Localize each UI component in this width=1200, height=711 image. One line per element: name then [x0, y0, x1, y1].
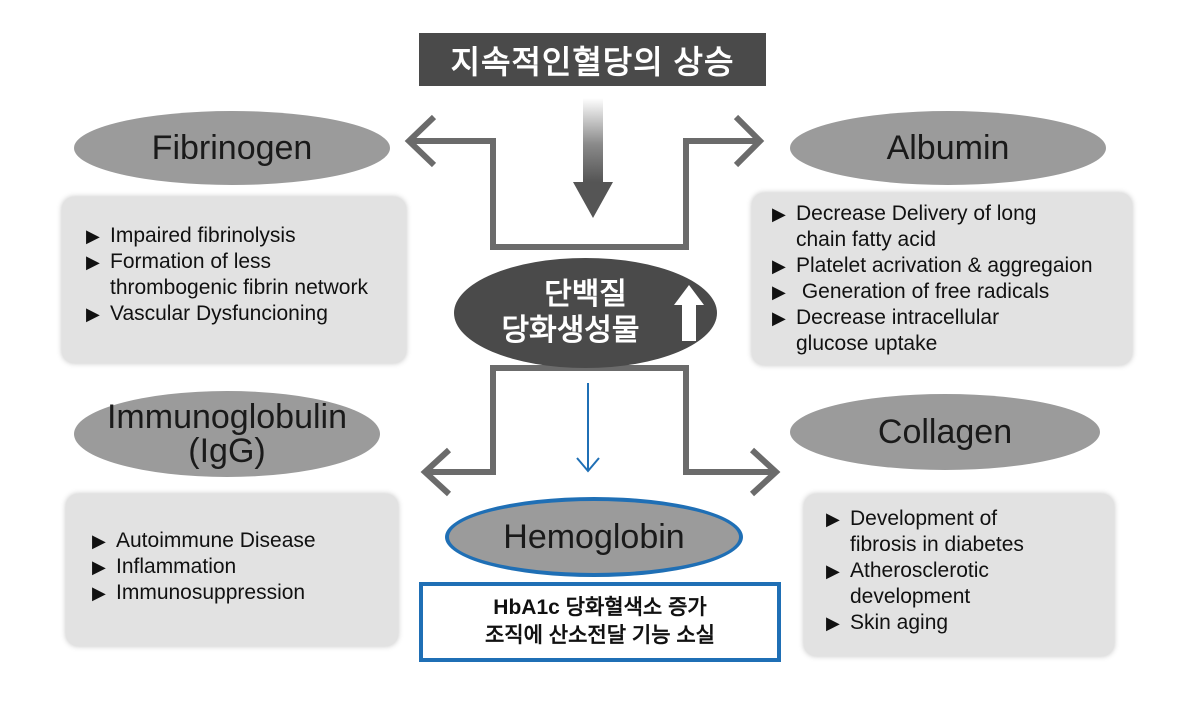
hemoglobin-label: Hemoglobin [503, 518, 685, 556]
title-text: 지속적인혈당의 상승 [450, 43, 735, 80]
list-item: ▶ Generation of free radicals [772, 280, 1050, 303]
list-item-continued: glucose uptake [796, 332, 938, 355]
albumin-label: Albumin [886, 129, 1010, 167]
immunoglobulin-label: Immunoglobulin [106, 398, 348, 436]
bullet-icon: ▶ [92, 531, 106, 551]
bullet-icon: ▶ [826, 509, 840, 529]
bullet-icon: ▶ [772, 204, 786, 224]
title-box: 지속적인혈당의 상승 [419, 33, 766, 86]
albumin-effects-panel: ▶Decrease Delivery of long chain fatty a… [752, 193, 1132, 365]
list-item: ▶Atherosclerotic [826, 559, 989, 582]
hba1c-line1: HbA1c 당화혈색소 증가 [493, 596, 707, 619]
upper-connector [404, 114, 765, 250]
hba1c-box: HbA1c 당화혈색소 증가 조직에 산소전달 기능 소실 [419, 582, 781, 662]
collagen-label: Collagen [877, 413, 1013, 451]
immunoglobulin-node: Immunoglobulin (IgG) [74, 391, 380, 477]
list-item: ▶Platelet acrivation & aggregaion [772, 254, 1093, 277]
center-node: 단백질 당화생성물 [454, 258, 717, 368]
list-item: ▶Impaired fibrinolysis [86, 224, 296, 247]
collagen-node: Collagen [790, 394, 1100, 470]
list-item-continued: fibrosis in diabetes [850, 533, 1024, 556]
fibrinogen-effects-panel: ▶Impaired fibrinolysis ▶Formation of les… [62, 197, 406, 363]
list-item-continued: development [850, 585, 971, 608]
list-item: ▶Skin aging [826, 611, 949, 634]
list-item: ▶Inflammation [92, 555, 237, 578]
fibrinogen-label: Fibrinogen [151, 129, 313, 167]
bullet-icon: ▶ [826, 613, 840, 633]
list-item-continued: thrombogenic fibrin network [110, 276, 368, 299]
bullet-icon: ▶ [772, 256, 786, 276]
down-arrow-gradient [573, 98, 613, 218]
igg-label: (IgG) [188, 432, 266, 470]
bullet-icon: ▶ [86, 252, 100, 272]
list-item: ▶Autoimmune Disease [92, 529, 316, 552]
collagen-effects-panel: ▶Development of fibrosis in diabetes ▶At… [804, 494, 1114, 656]
list-item: ▶Immunosuppression [92, 581, 306, 604]
hba1c-line2: 조직에 산소전달 기능 소실 [484, 624, 716, 647]
fibrinogen-node: Fibrinogen [74, 111, 390, 185]
list-item: ▶Decrease Delivery of long [772, 202, 1037, 225]
albumin-node: Albumin [790, 111, 1106, 185]
blue-down-arrow [576, 383, 600, 473]
bullet-icon: ▶ [826, 561, 840, 581]
list-item: ▶Formation of less [86, 250, 272, 273]
center-label-line1: 단백질 [544, 278, 627, 311]
igg-effects-panel: ▶Autoimmune Disease ▶Inflammation ▶Immun… [66, 494, 398, 646]
bullet-icon: ▶ [92, 583, 106, 603]
list-item-continued: chain fatty acid [796, 228, 937, 251]
list-item: ▶Decrease intracellular [772, 306, 1000, 329]
bullet-icon: ▶ [772, 308, 786, 328]
bullet-icon: ▶ [86, 226, 100, 246]
list-item: ▶Development of [826, 507, 998, 530]
list-item: ▶Vascular Dysfuncioning [86, 302, 328, 325]
bullet-icon: ▶ [92, 557, 106, 577]
up-arrow-icon [674, 285, 704, 341]
bullet-icon: ▶ [86, 304, 100, 324]
hemoglobin-node: Hemoglobin [445, 497, 743, 577]
bullet-icon: ▶ [772, 282, 786, 302]
center-label-line2: 당화생성물 [501, 314, 640, 347]
lower-connector [420, 365, 781, 497]
